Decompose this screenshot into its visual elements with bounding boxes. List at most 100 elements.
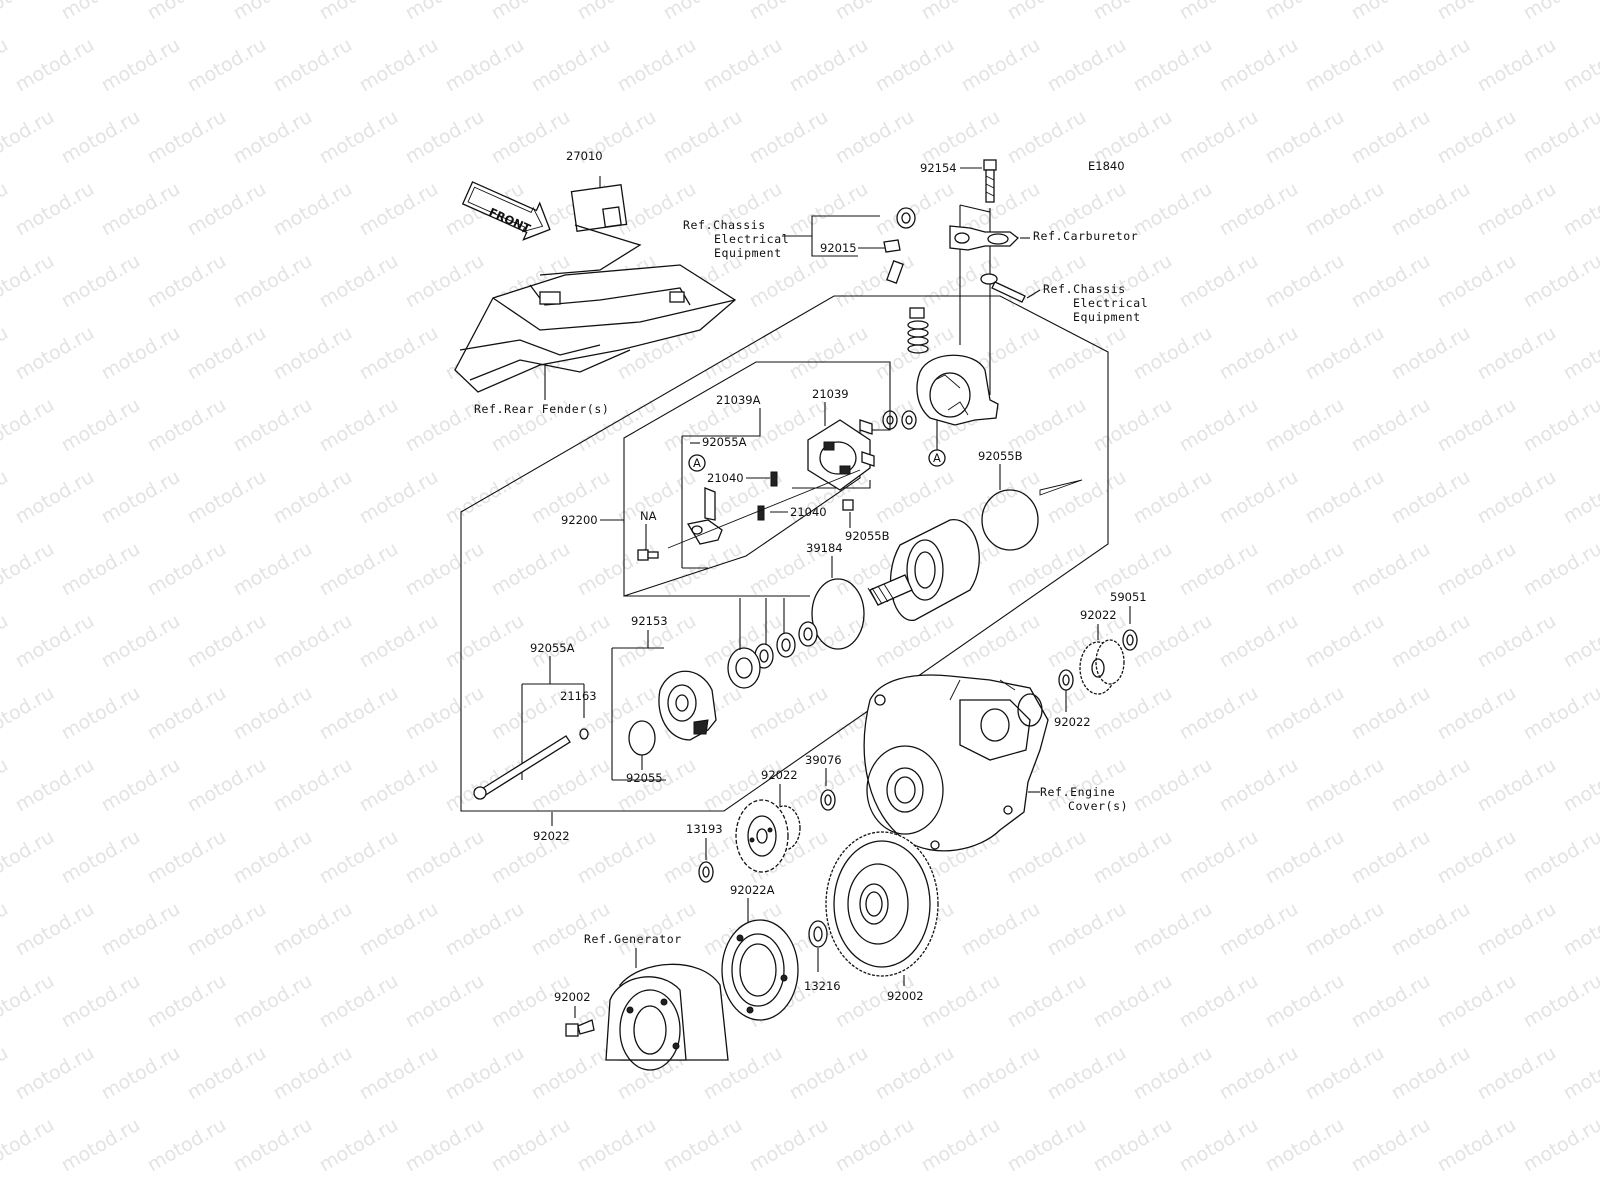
- watermark-text: motod.ru: [832, 106, 918, 169]
- svg-text:A: A: [693, 456, 701, 470]
- diagram-code: E1840: [1088, 159, 1125, 173]
- lock-washer: [727, 647, 761, 689]
- watermark-text: motod.ru: [1004, 0, 1090, 24]
- watermark-text: motod.ru: [1560, 178, 1600, 241]
- watermark-text: motod.ru: [958, 466, 1044, 529]
- watermark-text: motod.ru: [230, 826, 316, 889]
- watermark-text: motod.ru: [1520, 538, 1600, 601]
- part-label-21040-b: 21040: [790, 505, 827, 519]
- watermark-text: motod.ru: [402, 538, 488, 601]
- watermark-text: motod.ru: [1302, 178, 1388, 241]
- watermark-text: motod.ru: [1560, 754, 1600, 817]
- watermark-text: motod.ru: [1044, 34, 1130, 97]
- washer-92022: [820, 789, 836, 811]
- watermark-text: motod.ru: [1262, 970, 1348, 1033]
- callout-a-left: A: [688, 454, 706, 472]
- watermark-text: motod.ru: [574, 1114, 660, 1177]
- watermark-text: motod.ru: [402, 826, 488, 889]
- watermark-text: motod.ru: [1302, 322, 1388, 385]
- watermark-text: motod.ru: [1388, 466, 1474, 529]
- watermark-text: motod.ru: [144, 394, 230, 457]
- watermark-text: motod.ru: [12, 754, 98, 817]
- watermark-text: motod.ru: [918, 970, 1004, 1033]
- watermark-text: motod.ru: [1004, 538, 1090, 601]
- watermark-text: motod.ru: [0, 970, 58, 1033]
- watermark-text: motod.ru: [786, 610, 872, 673]
- watermark-text: motod.ru: [316, 826, 402, 889]
- watermark-text: motod.ru: [402, 970, 488, 1033]
- watermark-text: motod.ru: [1434, 394, 1520, 457]
- starter-front-cover: [658, 670, 717, 741]
- watermark-text: motod.ru: [488, 106, 574, 169]
- watermark-text: motod.ru: [1520, 826, 1600, 889]
- watermark-text: motod.ru: [0, 898, 12, 961]
- part-label-92022A: 13216: [804, 979, 841, 993]
- terminal-chassis: [980, 273, 1026, 303]
- watermark-text: motod.ru: [660, 106, 746, 169]
- watermark-text: motod.ru: [356, 754, 442, 817]
- watermark-text: motod.ru: [0, 0, 58, 24]
- callout-a-right: A: [928, 420, 946, 467]
- watermark-text: motod.ru: [1262, 0, 1348, 24]
- watermark-text: motod.ru: [0, 466, 12, 529]
- part-label-92022-r: 92022: [1054, 715, 1091, 729]
- washer-92022A: [808, 920, 828, 948]
- watermark-text: motod.ru: [872, 466, 958, 529]
- watermark-text: motod.ru: [786, 322, 872, 385]
- watermark-text: motod.ru: [230, 394, 316, 457]
- watermark-text: motod.ru: [1130, 1042, 1216, 1105]
- watermark-text: motod.ru: [184, 754, 270, 817]
- watermark-text: motod.ru: [230, 682, 316, 745]
- ref-engine-cover-1: Ref.Engine: [1040, 785, 1115, 799]
- watermark-text: motod.ru: [0, 34, 12, 97]
- part-label-92153: 92055A: [530, 641, 575, 655]
- watermark-text: motod.ru: [1216, 322, 1302, 385]
- watermark-text: motod.ru: [1388, 610, 1474, 673]
- part-label-92055: 92055: [626, 771, 663, 785]
- watermark-text: motod.ru: [1176, 970, 1262, 1033]
- ref-chassis-right-1: Ref.Chassis: [1043, 282, 1126, 296]
- svg-text:A: A: [933, 451, 941, 465]
- watermark-text: motod.ru: [918, 0, 1004, 24]
- watermark-text: motod.ru: [872, 178, 958, 241]
- watermark-text: motod.ru: [1262, 1114, 1348, 1177]
- watermark-text: motod.ru: [12, 898, 98, 961]
- watermark-text: motod.ru: [270, 178, 356, 241]
- watermark-text: motod.ru: [1216, 898, 1302, 961]
- watermark-text: motod.ru: [660, 538, 746, 601]
- watermark-text: motod.ru: [1388, 898, 1474, 961]
- watermark-text: motod.ru: [0, 754, 12, 817]
- watermark-text: motod.ru: [58, 970, 144, 1033]
- watermark-text: motod.ru: [0, 106, 58, 169]
- watermark-text: motod.ru: [1348, 970, 1434, 1033]
- watermark-text: motod.ru: [1348, 250, 1434, 313]
- watermark-text: motod.ru: [1348, 538, 1434, 601]
- watermark-text: motod.ru: [1044, 898, 1130, 961]
- screw-na-left: [637, 549, 659, 561]
- ref-carburetor: Ref.Carburetor: [1033, 229, 1138, 243]
- watermark-text: motod.ru: [1474, 34, 1560, 97]
- watermark-text: motod.ru: [1474, 466, 1560, 529]
- watermark-text: motod.ru: [1130, 178, 1216, 241]
- watermark-text: motod.ru: [1176, 106, 1262, 169]
- watermark-text: motod.ru: [1176, 0, 1262, 24]
- watermark-text: motod.ru: [0, 682, 58, 745]
- part-label-92055A-mid: 21163: [560, 689, 597, 703]
- watermark-text: motod.ru: [144, 682, 230, 745]
- watermark-text: motod.ru: [1044, 1042, 1130, 1105]
- part-label-21039: 21039: [812, 387, 849, 401]
- watermark-text: motod.ru: [58, 682, 144, 745]
- watermark-text: motod.ru: [230, 1114, 316, 1177]
- watermark-text: motod.ru: [230, 106, 316, 169]
- watermark-text: motod.ru: [1520, 394, 1600, 457]
- watermark-text: motod.ru: [1474, 178, 1560, 241]
- watermark-text: motod.ru: [1302, 1042, 1388, 1105]
- watermark-text: motod.ru: [184, 1042, 270, 1105]
- washer: [798, 621, 818, 647]
- watermark-text: motod.ru: [402, 250, 488, 313]
- watermark-text: motod.ru: [1262, 250, 1348, 313]
- watermark-text: motod.ru: [614, 754, 700, 817]
- watermark-text: motod.ru: [184, 34, 270, 97]
- watermark-text: motod.ru: [442, 466, 528, 529]
- watermark-text: motod.ru: [918, 106, 1004, 169]
